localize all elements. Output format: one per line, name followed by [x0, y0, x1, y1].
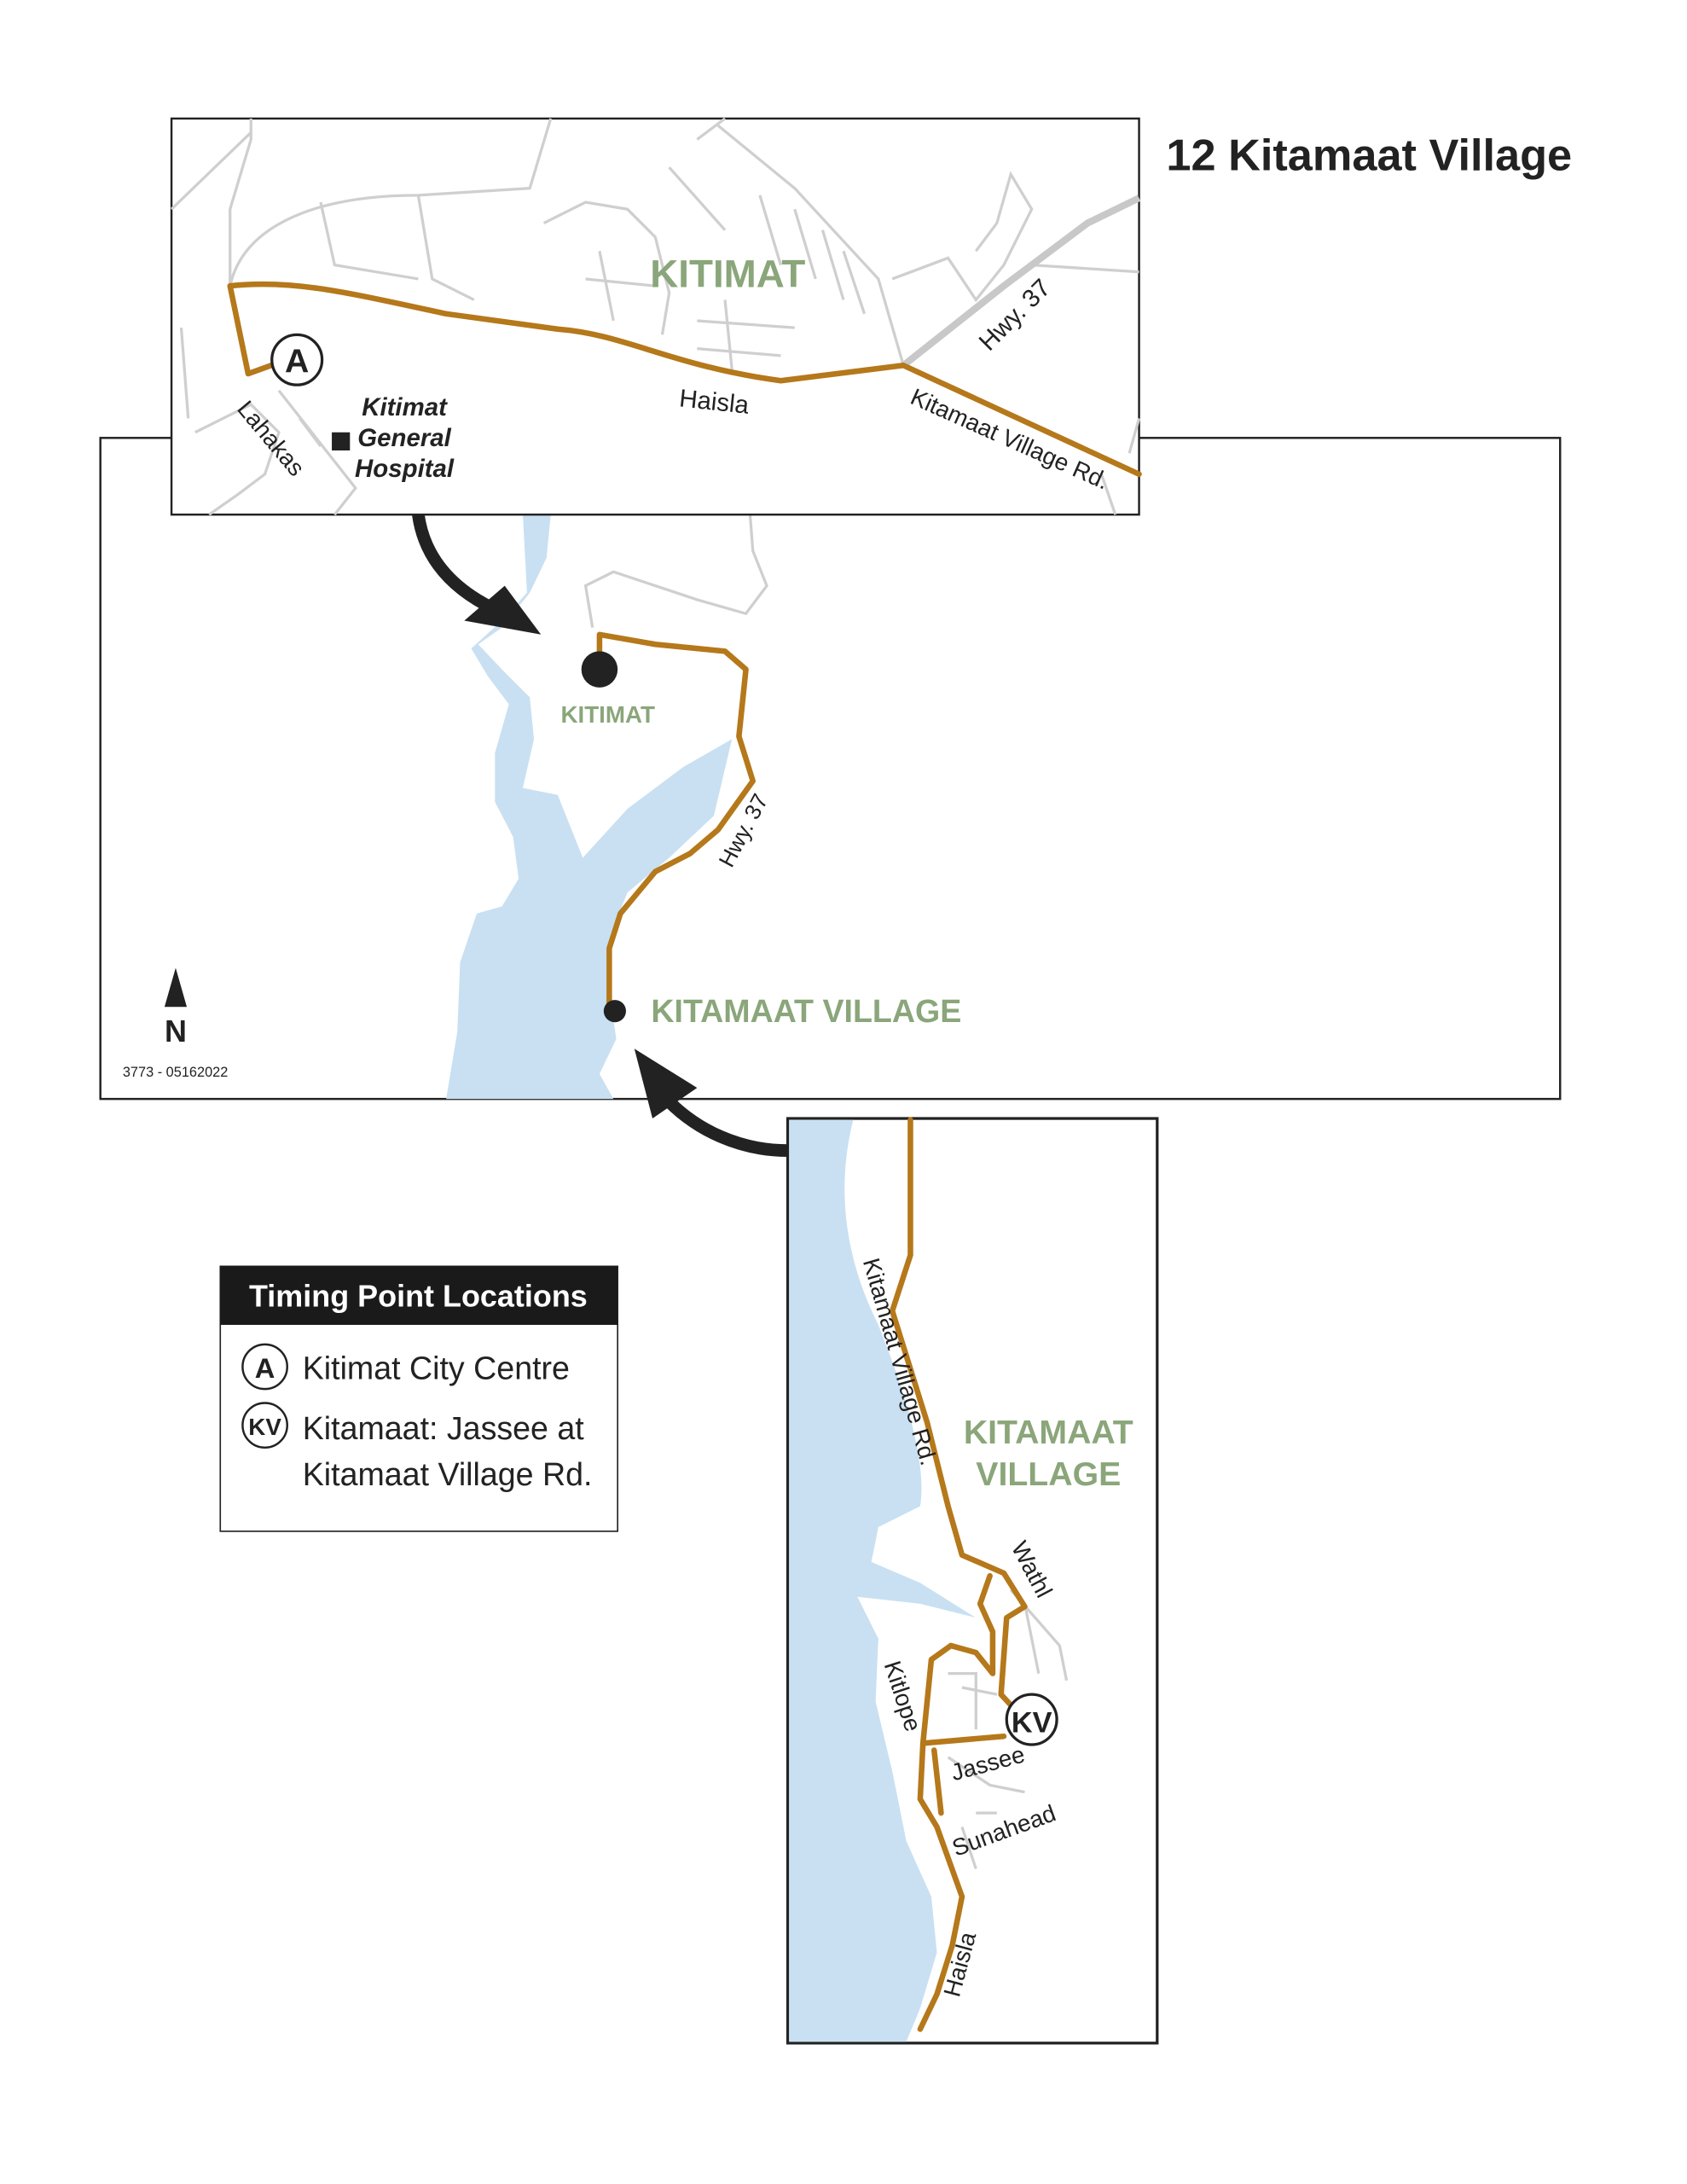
- legend-a-icon: A: [255, 1352, 275, 1384]
- map-code: 3773 - 05162022: [123, 1065, 228, 1080]
- legend-item-kv-1: Kitamaat: Jassee at: [303, 1410, 585, 1446]
- page-title: 12 Kitamaat Village: [1166, 131, 1572, 180]
- water-body: [446, 514, 733, 1100]
- legend-item-a: Kitimat City Centre: [303, 1350, 570, 1386]
- hospital-label-2: General: [357, 424, 451, 452]
- hospital-label-1: Kitimat: [362, 393, 448, 421]
- north-arrow-icon: [164, 967, 188, 1008]
- overview-kitimat-label: KITIMAT: [560, 701, 655, 728]
- bottom-inset-route: [889, 1117, 1028, 1716]
- legend-kv-icon: KV: [248, 1414, 281, 1440]
- timing-point-legend: Timing Point Locations A Kitimat City Ce…: [219, 1265, 618, 1532]
- legend-item-kv-2: Kitamaat Village Rd.: [303, 1456, 593, 1492]
- inset-kitimat-label: KITIMAT: [650, 253, 805, 296]
- kitamaat-village-inset-map: KV KITAMAAT VILLAGE Kitamaat Village Rd.…: [786, 1117, 1159, 2045]
- arrowhead-bottom-icon: [634, 1048, 698, 1119]
- overview-village-label: KITAMAAT VILLAGE: [651, 993, 961, 1029]
- kitimat-inset-map: A KITIMAT Hwy. 37 Haisla Kitamaat Villag…: [170, 117, 1142, 516]
- hospital-icon: [332, 432, 351, 451]
- timing-point-kv: [1005, 1693, 1058, 1746]
- legend-title: Timing Point Locations: [249, 1279, 588, 1314]
- overview-map: KITIMAT Hwy. 37 KITAMAAT VILLAGE N 3773 …: [99, 437, 1562, 1101]
- hospital-label-3: Hospital: [355, 455, 455, 483]
- north-label: N: [165, 1014, 187, 1048]
- connector-arrow-bottom: [664, 1097, 788, 1157]
- inset-water: [789, 1119, 977, 2042]
- timing-point-kv-label: KV: [1012, 1706, 1052, 1739]
- connector-arrow-top: [412, 514, 498, 615]
- kitamaat-village-stop: [603, 1000, 626, 1023]
- kitimat-stop: [581, 651, 618, 688]
- overview-route: [596, 631, 757, 1010]
- arrowhead-top-icon: [464, 585, 542, 635]
- timing-point-a-label: A: [285, 342, 309, 380]
- timing-point-a: [270, 333, 324, 386]
- inset-village-label-2: VILLAGE: [976, 1455, 1121, 1493]
- inset-route: [227, 281, 1142, 478]
- inset-village-label-1: KITAMAAT: [964, 1414, 1133, 1451]
- hwy-37-road: [901, 195, 1141, 369]
